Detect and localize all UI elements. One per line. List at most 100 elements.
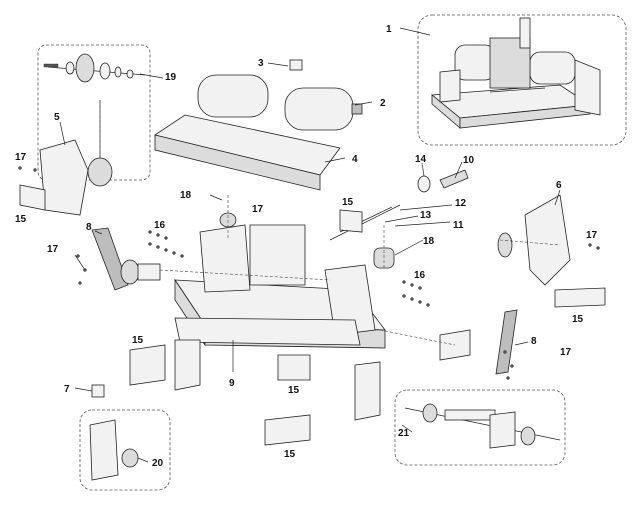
hardware-idler-wheel [87, 157, 113, 187]
callout-5: 5 [54, 112, 60, 123]
knob-cap [91, 384, 105, 398]
bracket-plate-right [554, 287, 606, 308]
callout-13: 13 [420, 210, 432, 221]
callout-14: 14 [415, 154, 427, 165]
drum-shaft-end [351, 103, 363, 115]
left-drive-belt [91, 227, 129, 291]
callout-4: 4 [352, 154, 358, 165]
callout-16-right: 16 [414, 270, 426, 281]
screw-cluster-left [148, 230, 184, 258]
callout-20: 20 [152, 458, 164, 469]
drive-shaft [329, 204, 401, 241]
right-drive-belt [495, 309, 518, 375]
knob-group-frame [79, 409, 171, 491]
callout-3: 3 [258, 58, 264, 69]
callout-17-right: 17 [586, 230, 598, 241]
hardware-bearing [99, 62, 111, 80]
screw-cluster-misc [18, 166, 600, 380]
assembled-machine-inset [417, 14, 627, 146]
callout-15-right: 15 [572, 314, 584, 325]
pivot-clamp [417, 175, 431, 193]
assembly-line-3 [379, 329, 456, 346]
right-idler-wheel [497, 232, 513, 258]
bracket-plate-lower-center [277, 354, 311, 381]
machine-left-cover [439, 69, 461, 103]
frame-left-upright [199, 224, 251, 293]
callout-8-right: 8 [531, 336, 537, 347]
drum-rollers [197, 74, 363, 131]
assembly-line-4 [499, 239, 561, 246]
machine-right-roller [529, 51, 576, 85]
callout-17-top-left: 17 [15, 152, 27, 163]
callout-17-center: 17 [252, 204, 264, 215]
callout-15-left: 15 [15, 214, 27, 225]
right-belt-cover [524, 194, 571, 286]
assembly-line-2 [159, 269, 331, 281]
machine-right-cover [574, 59, 601, 116]
knob-bracket-plate [89, 419, 119, 481]
callout-leaders [59, 27, 561, 463]
hardware-pulley [75, 53, 95, 83]
shaft-group-frame [394, 389, 566, 466]
right-shaft-group [394, 389, 566, 466]
callout-17-lower-right: 17 [560, 347, 572, 358]
hardware-spacer [114, 66, 122, 78]
shaft-group-gear [520, 426, 536, 446]
roller-hardware-group [37, 44, 151, 187]
callout-18-right: 18 [423, 236, 435, 247]
small-label-plate [289, 59, 303, 71]
machine-upright-arm [519, 17, 531, 49]
callout-2: 2 [380, 98, 386, 109]
drum-roller-right [284, 87, 354, 131]
callout-18-left: 18 [180, 190, 192, 201]
callout-9: 9 [229, 378, 235, 389]
callout-12: 12 [455, 198, 467, 209]
bracket-plate-lower-left [129, 344, 166, 386]
callout-15-bottom: 15 [284, 449, 296, 460]
drum-roller-left [197, 74, 269, 118]
bracket-plate-bottom [264, 414, 311, 446]
left-pulley-hub [137, 263, 161, 281]
hardware-washer [65, 61, 75, 75]
bracket-plate-center [339, 209, 363, 233]
pivot-lever [439, 169, 469, 189]
shaft-group-bearing [422, 403, 438, 423]
callout-6: 6 [556, 180, 562, 191]
tray-front [154, 134, 321, 191]
left-drive-pulley [120, 259, 140, 285]
callout-16-left: 16 [154, 220, 166, 231]
callout-10: 10 [463, 155, 475, 166]
frame-right-upright [324, 264, 376, 336]
knob-bracket-group [79, 384, 171, 491]
frame-center-box [249, 224, 306, 286]
left-belt-cover [39, 139, 89, 216]
callout-21: 21 [398, 428, 410, 439]
callout-15-lower-left: 15 [132, 335, 144, 346]
inset-frame [417, 14, 627, 146]
foot-bracket-left [174, 339, 201, 391]
callout-15-lower-center: 15 [288, 385, 300, 396]
machine-left-roller [454, 44, 496, 81]
callout-17-left: 17 [47, 244, 59, 255]
machine-shaft [489, 87, 546, 93]
knob-wheel [121, 448, 139, 468]
callout-11: 11 [453, 220, 464, 231]
shaft-group-shaft [444, 409, 496, 421]
hardware-nut [126, 69, 134, 79]
frame-bottom-rail [174, 317, 361, 346]
bracket-plate-left-upper [19, 184, 46, 211]
callout-labels: 1 2 3 4 5 6 7 8 8 9 10 11 12 13 14 15 15… [15, 24, 598, 469]
callout-19: 19 [165, 72, 177, 83]
callout-7: 7 [64, 384, 70, 395]
foot-bracket-right [354, 361, 381, 421]
screw-cluster-right [402, 280, 430, 307]
callout-15-center: 15 [342, 197, 354, 208]
collection-tray [154, 114, 341, 191]
callout-1: 1 [386, 24, 392, 35]
shaft-group-plate [489, 411, 516, 449]
callout-8-left: 8 [86, 222, 92, 233]
main-frame [174, 224, 386, 349]
machine-base-front [459, 104, 591, 129]
hardware-bolt [43, 63, 59, 68]
